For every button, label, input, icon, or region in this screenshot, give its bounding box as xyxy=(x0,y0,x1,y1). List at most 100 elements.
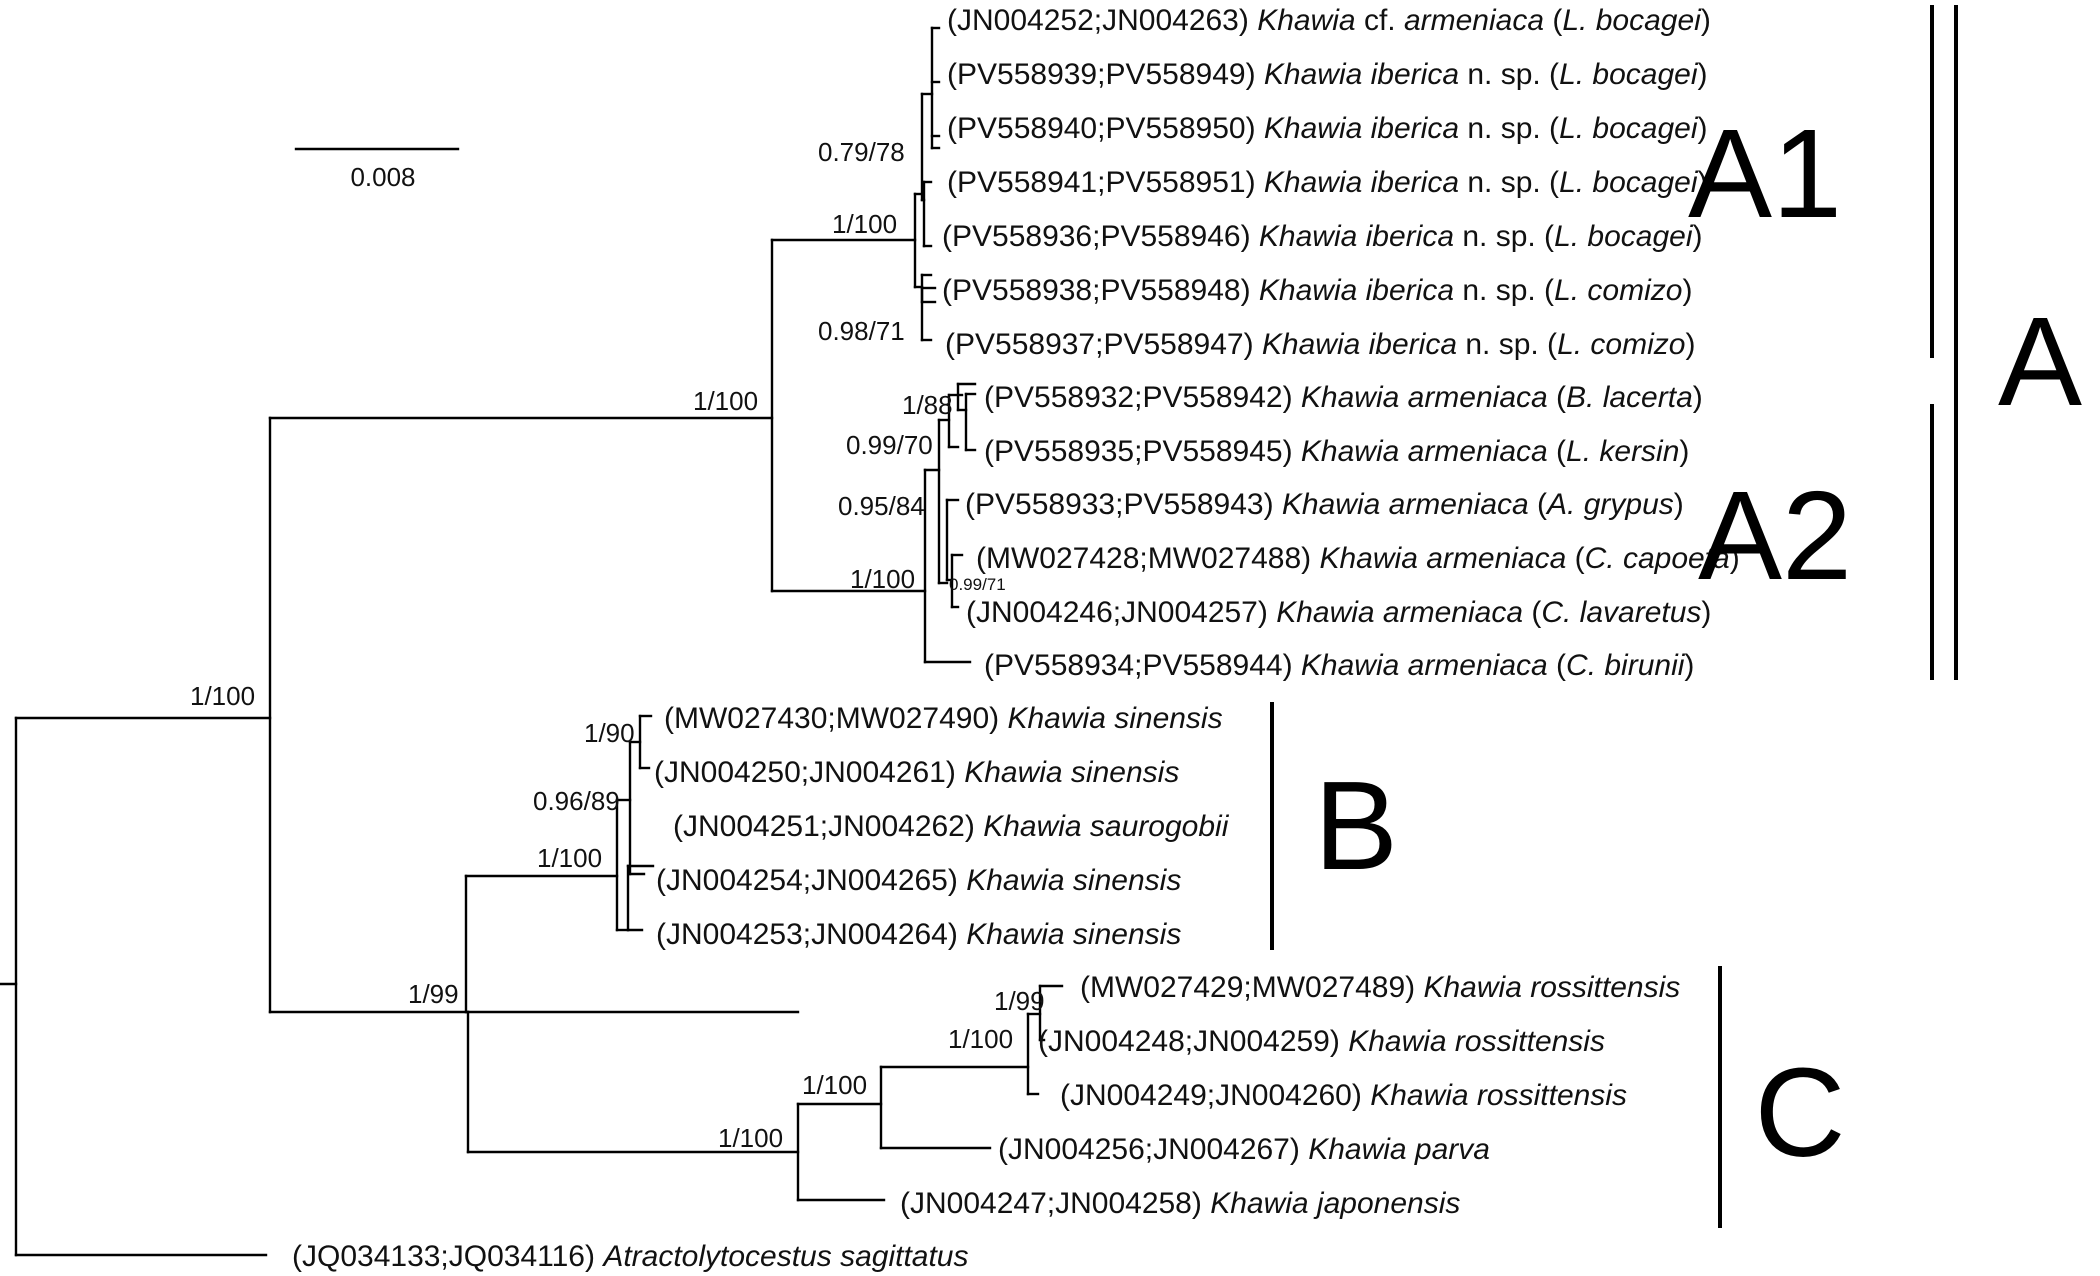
clade-annotations: A1 A2 A B C xyxy=(1270,5,2082,1228)
taxon-label: (JN004250;JN004261) Khawia sinensis xyxy=(654,756,1179,789)
taxon-label: (JN004252;JN004263) Khawia cf. armeniaca… xyxy=(947,4,1711,37)
support-value: 0.99/71 xyxy=(949,575,1006,594)
taxon-name-italic: L. comizo xyxy=(1557,328,1685,361)
taxon-name-text: n. sp. ( xyxy=(1457,328,1557,361)
taxon-label: (PV558932;PV558942) Khawia armeniaca (B.… xyxy=(984,381,1703,414)
taxon-accession: (JN004256;JN004267) xyxy=(998,1133,1308,1166)
support-value: 0.96/89 xyxy=(533,786,620,816)
taxon-accession: (PV558941;PV558951) xyxy=(947,166,1264,199)
taxon-label: (MW027430;MW027490) Khawia sinensis xyxy=(664,702,1223,735)
taxon-name-text: cf. xyxy=(1356,4,1404,37)
scale-bar-label: 0.008 xyxy=(350,162,415,192)
taxon-name-italic: A. grypus xyxy=(1545,488,1674,521)
taxon-accession: (PV558935;PV558945) xyxy=(984,435,1301,468)
taxon-label: (JN004247;JN004258) Khawia japonensis xyxy=(900,1187,1460,1220)
taxon-name-text: ( xyxy=(1523,596,1541,629)
taxon-accession: (JN004251;JN004262) xyxy=(673,810,983,843)
taxon-accession: (PV558940;PV558950) xyxy=(947,112,1264,145)
taxon-accession: (PV558934;PV558944) xyxy=(984,649,1301,682)
support-value: 1/99 xyxy=(408,979,459,1009)
support-value: 1/100 xyxy=(537,843,602,873)
taxon-name-text: n. sp. ( xyxy=(1459,166,1559,199)
taxon-name-italic: L. comizo xyxy=(1554,274,1682,307)
taxon-name-italic: Khawia armeniaca xyxy=(1319,542,1566,575)
taxon-name-text: ( xyxy=(1548,435,1566,468)
taxon-name-text: ) xyxy=(1698,166,1708,199)
clade-label-c: C xyxy=(1755,1042,1846,1183)
taxon-name-text: ) xyxy=(1693,381,1703,414)
support-value: 1/100 xyxy=(190,681,255,711)
clade-label-a2: A2 xyxy=(1698,465,1852,606)
taxon-name-italic: C. birunii xyxy=(1566,649,1686,682)
taxon-accession: (JQ034133;JQ034116) xyxy=(292,1240,603,1273)
taxon-accession: (PV558932;PV558942) xyxy=(984,381,1301,414)
support-values: 0.79/78 1/100 0.98/71 1/88 0.99/70 0.95/… xyxy=(190,137,1045,1153)
taxon-name-text: ) xyxy=(1685,328,1695,361)
support-value: 1/90 xyxy=(584,718,635,748)
taxon-name-text: n. sp. ( xyxy=(1459,58,1559,91)
support-value: 1/100 xyxy=(718,1123,783,1153)
taxon-name-italic: Khawia armeniaca xyxy=(1301,435,1548,468)
taxon-label: (JN004249;JN004260) Khawia rossittensis xyxy=(1060,1079,1627,1112)
taxon-name-italic: Khawia iberica xyxy=(1259,274,1454,307)
taxon-label: (JN004253;JN004264) Khawia sinensis xyxy=(656,918,1181,951)
taxon-label: (PV558941;PV558951) Khawia iberica n. sp… xyxy=(947,166,1708,199)
taxon-name-italic: L. bocagei xyxy=(1559,58,1699,91)
support-value: 1/100 xyxy=(948,1024,1013,1054)
taxon-accession: (JN004252;JN004263) xyxy=(947,4,1257,37)
taxon-name-text: ) xyxy=(1693,220,1703,253)
taxon-accession: (JN004248;JN004259) xyxy=(1038,1025,1348,1058)
taxon-name-italic: Khawia armeniaca xyxy=(1301,381,1548,414)
scale-bar: 0.008 xyxy=(294,147,460,192)
taxon-label: (PV558933;PV558943) Khawia armeniaca (A.… xyxy=(965,488,1684,521)
support-value: 1/100 xyxy=(832,209,897,239)
support-value: 0.98/71 xyxy=(818,316,905,346)
taxon-label: (JN004254;JN004265) Khawia sinensis xyxy=(656,864,1181,897)
clade-label-a1: A1 xyxy=(1688,103,1842,244)
taxon-name-italic: armeniaca xyxy=(1404,4,1544,37)
taxon-accession: (PV558933;PV558943) xyxy=(965,488,1282,521)
taxon-name-text: ( xyxy=(1548,649,1566,682)
tree-branches xyxy=(0,26,1064,1257)
taxon-label: (JN004246;JN004257) Khawia armeniaca (C.… xyxy=(966,596,1711,629)
taxon-accession: (JN004247;JN004258) xyxy=(900,1187,1210,1220)
taxon-accession: (PV558938;PV558948) xyxy=(942,274,1259,307)
taxon-label: (PV558938;PV558948) Khawia iberica n. sp… xyxy=(942,274,1692,307)
taxon-name-text: ( xyxy=(1544,4,1562,37)
taxon-label: (MW027428;MW027488) Khawia armeniaca (C.… xyxy=(976,542,1740,575)
taxon-name-text: ( xyxy=(1529,488,1547,521)
taxon-name-text: ) xyxy=(1730,542,1740,575)
taxon-name-italic: Khawia iberica xyxy=(1262,328,1457,361)
taxon-name-italic: Khawia japonensis xyxy=(1210,1187,1460,1220)
taxon-accession: (JN004254;JN004265) xyxy=(656,864,966,897)
taxon-name-italic: Khawia rossittensis xyxy=(1423,971,1680,1004)
taxon-name-text: ) xyxy=(1682,274,1692,307)
taxon-accession: (JN004246;JN004257) xyxy=(966,596,1276,629)
taxon-label: (JN004248;JN004259) Khawia rossittensis xyxy=(1038,1025,1605,1058)
support-value: 0.95/84 xyxy=(838,491,925,521)
taxon-name-italic: L. bocagei xyxy=(1562,4,1702,37)
taxon-name-text: ( xyxy=(1548,381,1566,414)
taxon-label: (PV558935;PV558945) Khawia armeniaca (L.… xyxy=(984,435,1689,468)
taxon-label: (PV558934;PV558944) Khawia armeniaca (C.… xyxy=(984,649,1694,682)
taxon-name-italic: Khawia armeniaca xyxy=(1276,596,1523,629)
clade-label-a: A xyxy=(1998,291,2082,432)
taxon-label: (PV558940;PV558950) Khawia iberica n. sp… xyxy=(947,112,1708,145)
taxon-name-italic: Khawia iberica xyxy=(1264,166,1459,199)
taxon-label: (PV558937;PV558947) Khawia iberica n. sp… xyxy=(945,328,1695,361)
support-value: 1/100 xyxy=(693,386,758,416)
taxon-name-italic: Khawia iberica xyxy=(1264,112,1459,145)
taxon-label: (PV558939;PV558949) Khawia iberica n. sp… xyxy=(947,58,1708,91)
taxon-name-text: ) xyxy=(1701,4,1711,37)
taxon-name-text: n. sp. ( xyxy=(1454,274,1554,307)
support-value: 0.99/70 xyxy=(846,430,933,460)
taxon-accession: (JN004253;JN004264) xyxy=(656,918,966,951)
taxon-name-italic: Khawia parva xyxy=(1308,1133,1490,1166)
taxon-name-italic: C. lavaretus xyxy=(1541,596,1701,629)
taxon-accession: (PV558936;PV558946) xyxy=(942,220,1259,253)
taxon-name-italic: Khawia sinensis xyxy=(966,918,1181,951)
taxon-accession: (PV558937;PV558947) xyxy=(945,328,1262,361)
taxon-name-text: ( xyxy=(1566,542,1584,575)
taxon-name-text: ) xyxy=(1701,596,1711,629)
